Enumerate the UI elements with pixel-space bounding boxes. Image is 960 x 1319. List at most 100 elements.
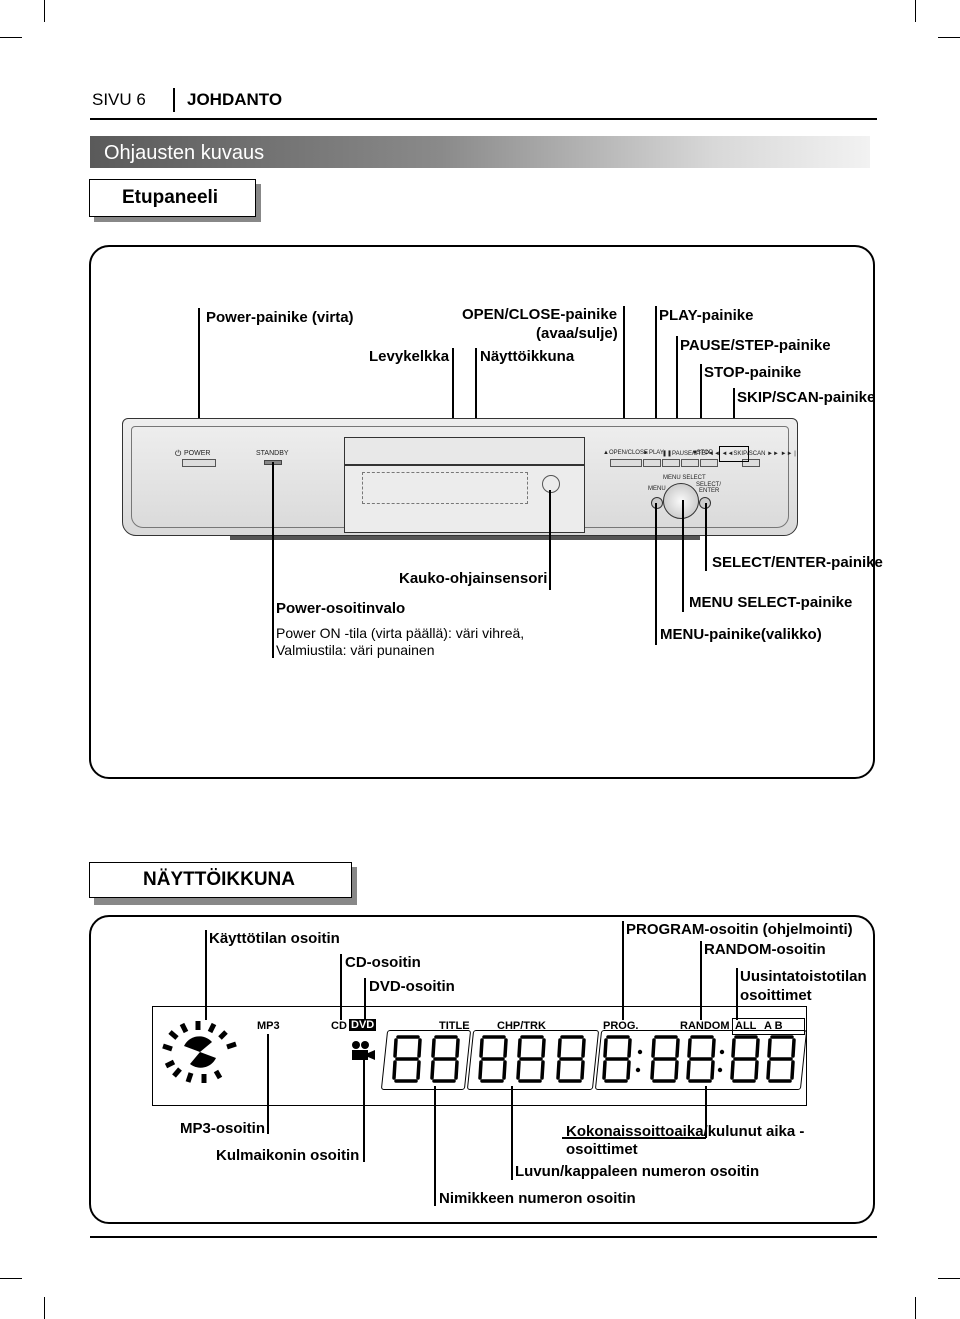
label-power-led-desc-1: Power ON -tila (virta päällä): väri vihr… bbox=[276, 625, 525, 641]
label-random: RANDOM-osoitin bbox=[704, 941, 826, 958]
lcd-all: ALL bbox=[735, 1020, 757, 1032]
label-mode: Käyttötilan osoitin bbox=[209, 930, 340, 947]
label-pause: PAUSE/STEP-painike bbox=[680, 337, 831, 354]
device-pause-text: ❚❚PAUSE/STEP bbox=[662, 451, 710, 457]
device-menu-text: MENU bbox=[648, 486, 666, 492]
device-stop-text: ■STOP bbox=[693, 450, 713, 456]
disc-tray[interactable] bbox=[344, 437, 585, 465]
leader-tray bbox=[452, 348, 454, 450]
label-power-led: Power-osoitinvalo bbox=[276, 600, 406, 617]
leader-power bbox=[198, 308, 200, 456]
leader-time bbox=[705, 1086, 707, 1138]
label-time-1: Kokonaissoittoaika/kulunut aika - bbox=[566, 1123, 805, 1140]
chapter-title: JOHDANTO bbox=[187, 90, 283, 109]
label-title: Nimikkeen numeron osoitin bbox=[439, 1190, 636, 1207]
leader-stop bbox=[700, 364, 702, 454]
leader-menu bbox=[655, 503, 657, 645]
menu-button[interactable] bbox=[651, 497, 663, 509]
label-open-close-1: OPEN/CLOSE-painike bbox=[462, 306, 618, 323]
label-select-enter: SELECT/ENTER-painike bbox=[712, 554, 883, 571]
label-dvd: DVD-osoitin bbox=[369, 978, 455, 995]
lcd-random: RANDOM bbox=[680, 1020, 730, 1032]
page-number: SIVU 6 bbox=[92, 90, 146, 109]
label-time-2: osoittimet bbox=[566, 1141, 638, 1158]
label-display-window: Näyttöikkuna bbox=[480, 348, 575, 365]
lcd-mp3: MP3 bbox=[257, 1020, 280, 1032]
skip-back-button[interactable] bbox=[700, 459, 718, 467]
lcd-title: TITLE bbox=[439, 1020, 470, 1032]
label-mp3: MP3-osoitin bbox=[180, 1120, 265, 1137]
leader-cd bbox=[340, 954, 342, 1020]
label-chapter: Luvun/kappaleen numeron osoitin bbox=[515, 1163, 760, 1180]
leader-select-enter bbox=[705, 503, 707, 571]
device-open-close-text: ▲OPEN/CLOSE bbox=[603, 450, 648, 456]
label-menu: MENU-painike(valikko) bbox=[660, 626, 822, 643]
stop-button[interactable] bbox=[681, 459, 699, 467]
power-button[interactable] bbox=[182, 459, 216, 467]
leader-menu-select bbox=[682, 500, 684, 612]
label-repeat-2: osoittimet bbox=[740, 987, 812, 1004]
leader-mp3 bbox=[267, 1034, 269, 1134]
device-foot bbox=[230, 536, 700, 540]
label-menu-select: MENU SELECT-painike bbox=[689, 594, 853, 611]
lcd-dvd: DVD bbox=[349, 1019, 377, 1031]
leader-mode bbox=[205, 930, 207, 1020]
device-skip-text: ◄◄ ◄◄SKIP/SCAN ►► ►►❘ bbox=[708, 451, 798, 457]
label-angle: Kulmaikonin osoitin bbox=[216, 1147, 360, 1164]
lcd-ab: A B bbox=[764, 1020, 783, 1032]
section-title: Ohjausten kuvaus bbox=[104, 142, 265, 164]
label-stop: STOP-painike bbox=[704, 364, 802, 381]
device-play-text: ►PLAY bbox=[643, 450, 664, 456]
lcd-prog: PROG. bbox=[603, 1020, 639, 1032]
label-open-close-2: (avaa/sulje) bbox=[536, 325, 618, 342]
device-standby-text: STANDBY bbox=[256, 450, 289, 457]
leader-remote-sensor bbox=[549, 490, 551, 590]
angle-camera-icon bbox=[352, 1041, 375, 1060]
device-select-enter-text-1: SELECT/ bbox=[696, 482, 722, 488]
label-repeat-1: Uusintatoistotilan bbox=[740, 968, 867, 985]
leader-repeat bbox=[736, 968, 738, 1020]
leader-time-h bbox=[562, 1137, 706, 1139]
label-cd: CD-osoitin bbox=[345, 954, 421, 971]
pause-button[interactable] bbox=[662, 459, 680, 467]
label-program: PROGRAM-osoitin (ohjelmointi) bbox=[626, 921, 853, 938]
remote-sensor bbox=[542, 475, 560, 493]
disc-spin-icon bbox=[162, 1021, 237, 1083]
front-panel-heading-text: Etupaneeli bbox=[122, 187, 219, 208]
header-divider bbox=[173, 88, 175, 112]
display-frame bbox=[89, 915, 875, 1224]
header-rule bbox=[90, 118, 877, 120]
leader-power-led bbox=[272, 462, 274, 658]
label-skip: SKIP/SCAN-painike bbox=[737, 389, 876, 406]
label-remote-sensor: Kauko-ohjainsensori bbox=[399, 570, 548, 587]
leader-pause bbox=[676, 336, 678, 454]
leader-chapter bbox=[511, 1086, 513, 1180]
label-power-led-desc-2: Valmiustila: väri punainen bbox=[276, 642, 435, 658]
lcd-digits bbox=[392, 1035, 796, 1083]
leader-angle bbox=[363, 1058, 365, 1162]
label-tray: Levykelkka bbox=[369, 348, 450, 365]
label-play: PLAY-painike bbox=[659, 307, 754, 324]
device-select-enter-text-2: ENTER bbox=[699, 488, 720, 494]
section-bar bbox=[90, 136, 870, 168]
display-window-inner bbox=[362, 472, 528, 504]
display-heading-box bbox=[89, 862, 352, 898]
lcd-cd: CD bbox=[331, 1020, 347, 1032]
leader-program bbox=[622, 921, 624, 1020]
front-panel-heading bbox=[89, 179, 256, 217]
skip-scan-box bbox=[719, 446, 749, 462]
lcd-chp-trk: CHP/TRK bbox=[497, 1020, 546, 1032]
skip-forward-button[interactable] bbox=[742, 459, 760, 467]
device-menu-select-text: MENU SELECT bbox=[663, 475, 706, 481]
menu-select-dial[interactable] bbox=[663, 483, 699, 519]
open-close-button[interactable] bbox=[610, 459, 642, 467]
play-button[interactable] bbox=[643, 459, 661, 467]
footer-rule bbox=[90, 1236, 877, 1238]
device-power-text: POWER bbox=[184, 450, 211, 457]
display-heading-text: NÄYTTÖIKKUNA bbox=[143, 869, 295, 890]
front-panel-frame bbox=[89, 245, 875, 779]
lcd-panel bbox=[152, 1006, 807, 1106]
leader-open-close bbox=[623, 306, 625, 454]
leader-play bbox=[655, 306, 657, 454]
leader-dvd bbox=[364, 978, 366, 1020]
